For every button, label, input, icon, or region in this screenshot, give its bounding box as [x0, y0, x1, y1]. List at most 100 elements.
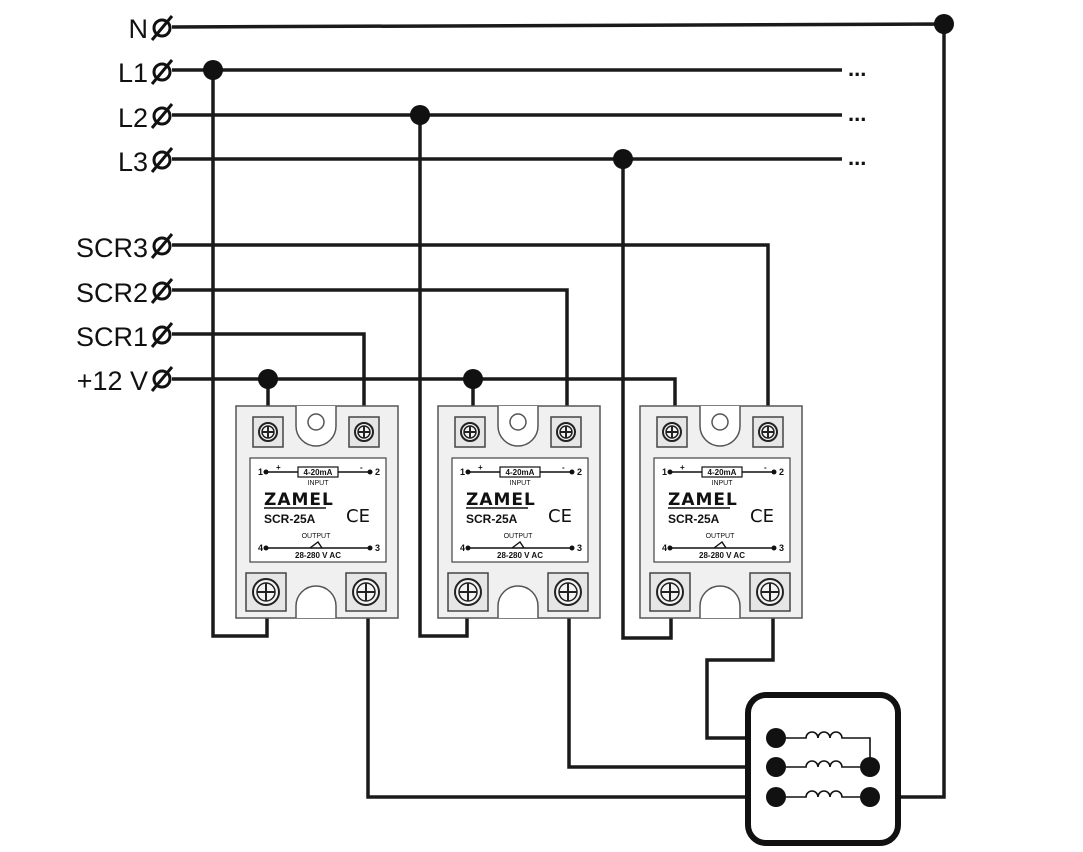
terminal-label-l1: L1 [118, 58, 148, 88]
input-terminal-1 [454, 416, 486, 448]
terminal-symbol-n [150, 15, 174, 41]
pin-1-label: 1 [258, 467, 263, 477]
ce-mark: CE [346, 506, 370, 527]
wire-scr3 [172, 243, 770, 432]
input-terminal-1 [656, 416, 688, 448]
input-terminal-2 [550, 416, 582, 448]
pin-4-label: 4 [460, 543, 465, 553]
plus-sign: + [478, 463, 483, 472]
brand-logo: ZAMEL [466, 490, 536, 510]
terminal-symbol-l1 [150, 59, 174, 85]
coil-2 [786, 760, 860, 768]
wire-relay1-out [366, 592, 776, 799]
continuation-marks: ... ... ... [848, 56, 866, 170]
wire-relay3-out [705, 592, 776, 740]
terminal-label-scr3: SCR3 [76, 233, 148, 263]
output-terminal-4 [245, 572, 287, 612]
continuation-l3: ... [848, 145, 866, 170]
terminal-label-12v: +12 V [77, 366, 148, 396]
junction-n [934, 14, 954, 34]
output-rating: 28-280 V AC [699, 551, 745, 560]
junction-12v-1 [258, 369, 278, 389]
terminal-label-l3: L3 [118, 147, 148, 177]
output-terminal-4 [447, 572, 489, 612]
wire-relay2-out [567, 592, 776, 769]
model-name: SCR-25A [668, 512, 720, 526]
mounting-hole [509, 413, 527, 431]
output-terminal-4 [649, 572, 691, 612]
output-rating: 28-280 V AC [295, 551, 341, 560]
pin-1-label: 1 [460, 467, 465, 477]
ce-mark: CE [750, 506, 774, 527]
minus-sign: - [360, 463, 363, 472]
ce-mark: CE [548, 506, 572, 527]
input-label: INPUT [510, 480, 532, 487]
terminal-label-n: N [129, 14, 149, 44]
load-terminal-3 [766, 787, 786, 807]
pin-4-label: 4 [662, 543, 667, 553]
mounting-slot [295, 585, 337, 618]
terminal-symbol-l3 [150, 147, 174, 173]
terminal-symbols [150, 15, 174, 392]
input-rating: 4-20mA [708, 468, 737, 477]
output-label: OUTPUT [706, 533, 736, 540]
load-coils [786, 731, 871, 798]
input-terminal-1 [252, 416, 284, 448]
output-label: OUTPUT [504, 533, 534, 540]
terminal-label-scr2: SCR2 [76, 278, 148, 308]
mounting-hole [307, 413, 325, 431]
minus-sign: - [562, 463, 565, 472]
terminal-labels: N L1 L2 L3 SCR3 SCR2 SCR1 +12 V [76, 14, 148, 396]
minus-sign: - [764, 463, 767, 472]
load-terminal-4 [860, 757, 880, 777]
mounting-hole [711, 413, 729, 431]
load-terminal-5 [860, 787, 880, 807]
terminal-symbol-l2 [150, 103, 174, 129]
load-terminals [766, 728, 880, 807]
wire-n [171, 22, 946, 799]
pin-2-label: 2 [779, 467, 784, 477]
pin-2-label: 2 [375, 467, 380, 477]
input-terminal-2 [348, 416, 380, 448]
junction-l1 [203, 60, 223, 80]
input-label: INPUT [712, 480, 734, 487]
pin-2-label: 2 [577, 467, 582, 477]
wire-scr2 [172, 288, 569, 432]
terminal-symbol-scr2 [150, 278, 174, 304]
load-enclosure [745, 692, 901, 846]
load-box [745, 692, 901, 846]
input-rating: 4-20mA [506, 468, 535, 477]
input-terminal-2 [752, 416, 784, 448]
input-rating: 4-20mA [304, 468, 333, 477]
pin-3-label: 3 [577, 543, 582, 553]
mounting-slot [497, 585, 539, 618]
terminal-label-l2: L2 [118, 103, 148, 133]
plus-sign: + [680, 463, 685, 472]
junction-l3 [613, 149, 633, 169]
output-terminal-3 [547, 572, 589, 612]
coil-1 [786, 731, 871, 767]
junction-12v-2 [463, 369, 483, 389]
coil-3 [786, 790, 860, 798]
pin-3-label: 3 [375, 543, 380, 553]
load-terminal-2 [766, 757, 786, 777]
terminal-symbol-scr1 [150, 322, 174, 348]
brand-logo: ZAMEL [264, 490, 334, 510]
mounting-slot [699, 585, 741, 618]
load-terminal-1 [766, 728, 786, 748]
wire-scr1 [172, 332, 366, 432]
output-label: OUTPUT [302, 533, 332, 540]
brand-logo: ZAMEL [668, 490, 738, 510]
output-rating: 28-280 V AC [497, 551, 543, 560]
junction-l2 [410, 105, 430, 125]
pin-3-label: 3 [779, 543, 784, 553]
terminal-symbol-12v [150, 366, 174, 392]
input-label: INPUT [308, 480, 330, 487]
pin-4-label: 4 [258, 543, 263, 553]
terminal-label-scr1: SCR1 [76, 322, 148, 352]
continuation-l1: ... [848, 56, 866, 81]
